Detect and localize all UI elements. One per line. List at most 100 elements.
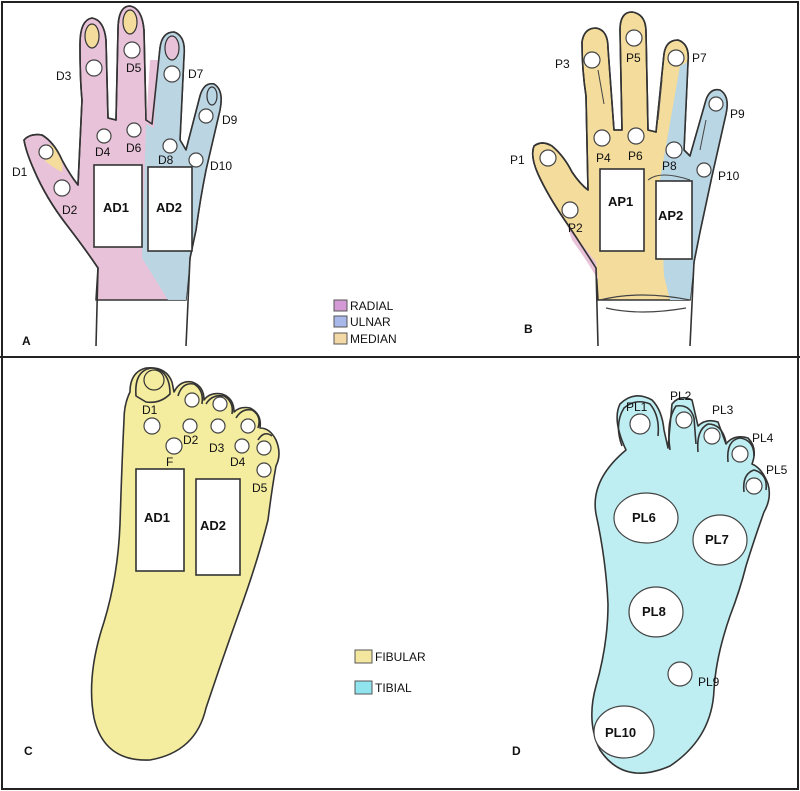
label-b-p1: P1 — [510, 153, 525, 167]
label-a-d6: D6 — [126, 141, 142, 155]
site-a-d9 — [198, 108, 214, 124]
label-d-pl8: PL8 — [642, 604, 666, 619]
box-c-ad1 — [135, 468, 185, 572]
site-d-pl2 — [675, 411, 693, 429]
site-c-d3 — [212, 396, 228, 412]
legend-radial-swatch — [333, 299, 348, 312]
legend-tibial-label: TIBIAL — [375, 681, 412, 695]
palm-crease-1 — [599, 294, 691, 301]
label-d-pl9: PL9 — [698, 675, 720, 689]
panel-b-letter: B — [524, 322, 533, 336]
legend-fibular-label: FIBULAR — [375, 650, 426, 664]
label-a-d3: D3 — [56, 69, 72, 83]
nail-a-index — [84, 23, 100, 49]
site-c-d5 — [256, 440, 272, 456]
legend-ulnar-swatch — [333, 315, 348, 328]
label-b-p8: P8 — [662, 159, 677, 173]
label-c-ad2: AD2 — [200, 518, 226, 533]
site-a-d5 — [123, 41, 141, 59]
site-a-d7 — [163, 65, 181, 83]
site-b-p2 — [561, 201, 579, 219]
site-c-d5b — [256, 462, 272, 478]
site-d-pl7 — [692, 514, 748, 566]
toe-c-4 — [235, 408, 260, 429]
panel-c-dorsal-foot: D1 D2 D3 D4 D5 F AD1 AD2 C — [24, 366, 280, 761]
nail-a-middle — [122, 9, 138, 35]
label-c-f: F — [166, 455, 173, 469]
panel-d-plantar-foot: PL1 PL2 PL3 PL4 PL5 PL6 PL7 PL8 PL9 PL10… — [512, 389, 788, 774]
legend-fibular-swatch — [354, 649, 373, 664]
panel-a-letter: A — [22, 334, 31, 348]
label-d-pl6: PL6 — [632, 510, 656, 525]
label-b-p7: P7 — [692, 51, 707, 65]
site-d-pl10 — [593, 705, 655, 759]
box-a-ad1 — [93, 164, 143, 248]
foot-c-fibular-region — [90, 366, 280, 761]
site-a-d4 — [96, 128, 112, 144]
site-b-p1 — [539, 149, 557, 167]
site-a-d2 — [53, 179, 71, 197]
toe-d-5 — [742, 469, 768, 493]
site-a-d1 — [38, 144, 54, 160]
site-b-p10 — [696, 162, 712, 178]
hand-a-radial-ring-strip — [146, 60, 158, 128]
site-d-pl8 — [628, 586, 684, 638]
label-b-p3: P3 — [555, 57, 570, 71]
palm-crease-3 — [647, 174, 691, 181]
site-b-p9 — [708, 96, 724, 112]
label-a-d5: D5 — [126, 61, 142, 75]
label-a-ad2: AD2 — [156, 200, 182, 215]
legend-radial-label: RADIAL — [350, 299, 394, 313]
site-d-pl3 — [703, 427, 721, 445]
site-c-d1 — [143, 417, 161, 435]
site-a-d8 — [162, 138, 178, 154]
finger-crease-3 — [699, 119, 707, 151]
label-a-d1: D1 — [12, 165, 28, 179]
site-b-p7 — [667, 49, 685, 67]
nail-c-1 — [143, 369, 165, 391]
site-c-f — [165, 437, 183, 455]
toe-c-3 — [205, 394, 234, 415]
label-b-ap2: AP2 — [658, 208, 683, 223]
palm-crease-2 — [605, 307, 687, 313]
toe-d-2 — [668, 404, 697, 451]
label-d-pl10: PL10 — [605, 725, 636, 740]
label-c-d5: D5 — [252, 481, 268, 495]
label-d-pl5: PL5 — [766, 463, 788, 477]
hand-a-outline — [23, 5, 222, 347]
box-a-ad2 — [147, 166, 193, 252]
label-d-pl2: PL2 — [670, 389, 692, 403]
toe-d-3 — [696, 423, 727, 453]
legend-hand: RADIAL ULNAR MEDIAN — [333, 299, 397, 346]
site-d-pl9 — [667, 661, 693, 687]
label-a-d9: D9 — [222, 113, 238, 127]
label-a-d2: D2 — [62, 203, 78, 217]
toe-d-1 — [617, 400, 660, 447]
finger-crease-1 — [597, 69, 605, 105]
label-c-d2: D2 — [183, 433, 199, 447]
label-b-ap1: AP1 — [608, 194, 633, 209]
label-d-pl1: PL1 — [626, 400, 648, 414]
legend-median-swatch — [333, 332, 348, 345]
legend-foot: FIBULAR TIBIAL — [354, 649, 426, 695]
site-b-p8 — [665, 141, 683, 159]
label-d-pl4: PL4 — [752, 431, 774, 445]
site-c-d3b — [210, 418, 226, 434]
site-b-p3 — [583, 51, 601, 69]
site-a-d3 — [85, 59, 103, 77]
label-a-d10: D10 — [210, 159, 232, 173]
label-b-p6: P6 — [628, 149, 643, 163]
finger-crease-2 — [657, 79, 663, 121]
label-c-d1: D1 — [142, 403, 158, 417]
label-b-p2: P2 — [568, 221, 583, 235]
label-a-d4: D4 — [95, 145, 111, 159]
site-c-d2b — [182, 418, 198, 434]
foot-d-tibial-region — [591, 395, 771, 774]
site-d-pl5 — [745, 477, 763, 495]
label-b-p10: P10 — [718, 169, 740, 183]
box-b-ap2 — [655, 180, 693, 260]
label-b-p5: P5 — [626, 51, 641, 65]
panel-c-letter: C — [24, 744, 33, 758]
label-b-p4: P4 — [596, 151, 611, 165]
